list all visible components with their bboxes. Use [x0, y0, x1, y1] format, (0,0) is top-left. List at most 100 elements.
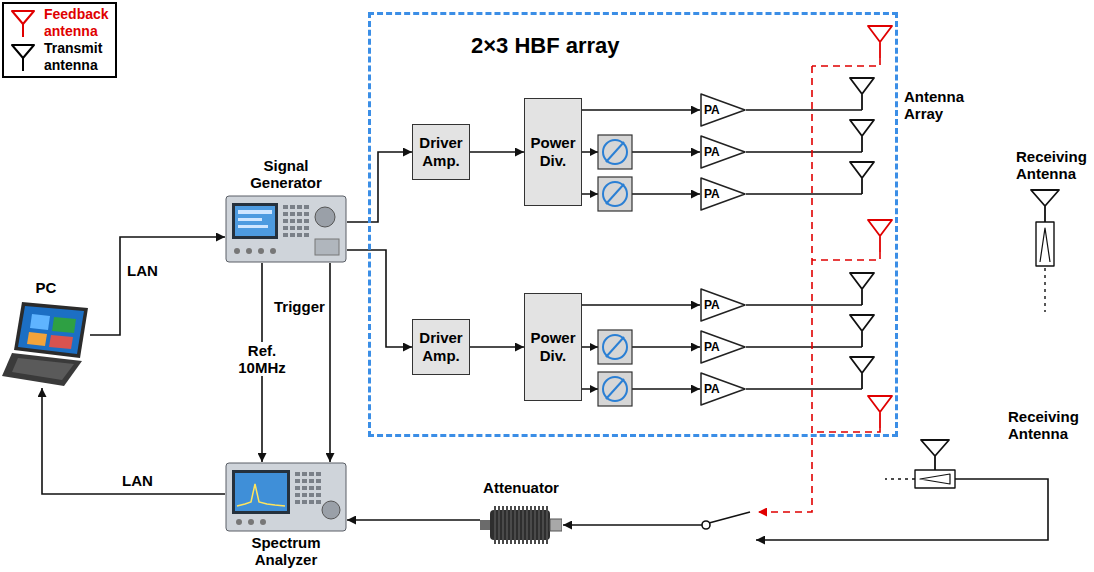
spectrum-analyzer-picture-part [235, 473, 287, 511]
spectrum-analyzer-picture-part [302, 472, 307, 476]
signal-generator-picture-part [235, 206, 275, 236]
amplifier-triangle-part [701, 373, 745, 405]
amplifier-label: PA [704, 382, 720, 396]
legend-row: Transmit antenna [8, 40, 109, 74]
box-label: Driver Amp. [419, 134, 462, 170]
spectrum-analyzer-picture-part [248, 519, 254, 525]
amplifier-triangle-part [701, 178, 745, 210]
phase-shifter [590, 330, 632, 364]
pc-laptop-picture-part [30, 314, 50, 330]
device-label: PC [36, 279, 57, 296]
feedback-antennas [868, 26, 892, 428]
attenuator-picture-part [518, 506, 520, 544]
phase-shifter-part [598, 177, 632, 211]
signal-generator-picture-part [283, 212, 288, 216]
annotation-label: Receiving Antenna [1008, 408, 1079, 442]
pc-laptop-picture-part [2, 353, 82, 386]
phase-shifter-part [598, 330, 632, 364]
signal-connector [347, 519, 480, 521]
signal-generator-picture-part [232, 203, 278, 239]
spectrum-analyzer-picture-part [322, 501, 340, 519]
signal-connector [470, 151, 524, 153]
pc-laptop: PC [2, 300, 90, 388]
phase-shifter-part [606, 379, 624, 399]
signal-generator-picture-part [297, 212, 302, 216]
feedback-path-part [812, 58, 880, 432]
group-title: 2×3 HBF array [471, 33, 620, 59]
signal-generator: Signal Generator [225, 195, 347, 263]
attenuator-picture-part [534, 506, 536, 544]
phase-shifter-part [598, 372, 632, 406]
power-amplifier: PA [700, 177, 746, 211]
pa-feed-lines [746, 110, 862, 389]
phase-shifter-part [598, 135, 632, 169]
attenuator-picture-part [530, 506, 532, 544]
spectrum-analyzer-picture-part [236, 519, 242, 525]
signal-generator-picture-part [290, 205, 295, 209]
spectrum-analyzer-picture-part [295, 479, 300, 483]
attenuator-picture-part [542, 506, 544, 544]
signal-generator-picture-part [290, 233, 295, 237]
amplifier-label: PA [704, 145, 720, 159]
attenuator-picture-part [480, 520, 490, 530]
signal-generator-picture-part [238, 225, 268, 228]
receiving-antennas-part [1036, 222, 1054, 266]
rf-switch [563, 479, 1048, 540]
spectrum-analyzer-picture-part [237, 484, 285, 506]
legend-box: Feedback antennaTransmit antenna [2, 2, 117, 78]
signal-generator-picture [225, 195, 347, 263]
attenuator-picture-part [498, 506, 500, 544]
power-divider-box: Power Div. [524, 293, 582, 401]
rf-switch-part [756, 479, 1048, 540]
amplifier-label: PA [704, 187, 720, 201]
signal-connector [42, 388, 225, 494]
attenuator: Attenuator [480, 500, 562, 550]
signal-generator-picture-part [297, 219, 302, 223]
signal-generator-picture-part [283, 205, 288, 209]
receiving-antennas-part [885, 478, 915, 479]
signal-generator-picture-part [283, 226, 288, 230]
attenuator-picture-part [538, 506, 540, 544]
signal-connector [470, 346, 524, 348]
pa-feed-lines-part [746, 110, 862, 389]
spectrum-analyzer-picture-part [316, 486, 321, 490]
spectrum-analyzer-picture-part [309, 472, 314, 476]
transmit-antennas-part [850, 78, 874, 389]
driver-amp-box: Driver Amp. [412, 319, 470, 375]
signal-generator-picture-part [246, 248, 252, 254]
spectrum-analyzer-picture-part [309, 493, 314, 497]
spectrum-analyzer-picture-part [260, 519, 266, 525]
spectrum-analyzer-picture-part [316, 493, 321, 497]
annotation-label: Receiving Antenna [1016, 148, 1087, 182]
attenuator-picture-part [550, 519, 562, 531]
signal-generator-picture-part [315, 207, 335, 227]
signal-generator-picture-part [304, 226, 309, 230]
receiving-antennas-part [921, 440, 949, 470]
spectrum-analyzer-picture [225, 462, 347, 532]
rf-switch-part [563, 524, 702, 526]
device-label: Signal Generator [250, 157, 322, 191]
phase-shifter-part [606, 142, 624, 162]
device-label: Attenuator [483, 479, 559, 496]
phase-shifter [590, 177, 632, 211]
signal-generator-picture-part [304, 205, 309, 209]
spectrum-analyzer-picture-part [232, 470, 290, 514]
annotation-label: Antenna Array [904, 88, 964, 122]
hbf-array-group: 2×3 HBF arrayDriver Amp. Power Div. PA PA PA… [368, 12, 898, 437]
signal-connector [329, 263, 331, 462]
phase-shifter [590, 135, 632, 169]
amplifier-label: PA [704, 103, 720, 117]
edge-label: LAN [120, 472, 155, 489]
spectrum-analyzer-picture-part [316, 500, 321, 504]
signal-generator-picture-part [315, 239, 339, 255]
signal-connector [347, 250, 412, 347]
spectrum-analyzer-picture-part [295, 486, 300, 490]
phase-shifter-part [590, 190, 598, 198]
box-label: Power Div. [530, 134, 575, 170]
attenuator-picture-part [546, 506, 548, 544]
feedback-path [758, 58, 880, 512]
rf-switch-part [702, 521, 710, 529]
receiving-antennas-part [915, 470, 955, 488]
phase-shifter-part [590, 148, 598, 156]
power-divider-box: Power Div. [524, 98, 582, 206]
